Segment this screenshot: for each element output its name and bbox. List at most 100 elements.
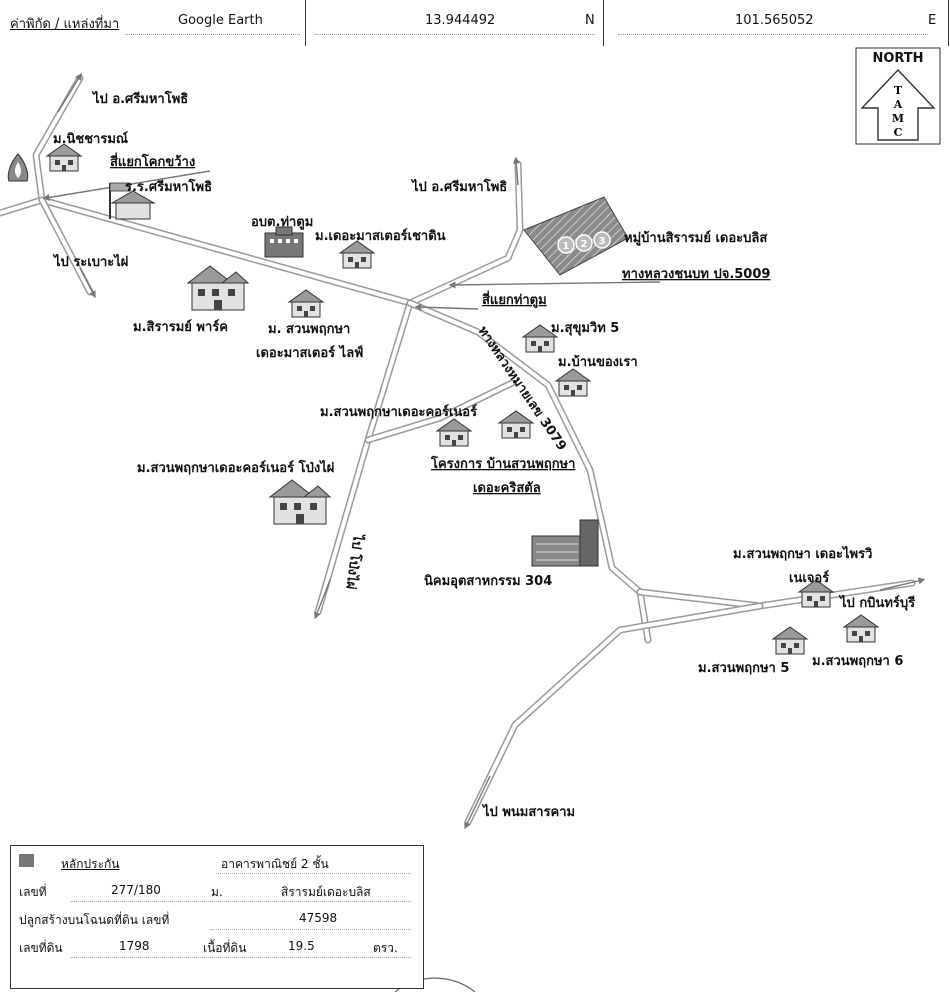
label-industrial-304: นิคมอุตสาหกรรม 304 — [424, 574, 552, 589]
info-dotted-line-4 — [71, 957, 411, 958]
arrow-prachinburi — [879, 577, 926, 591]
info-dotted-line-1 — [216, 873, 411, 874]
label-to-pong-phai: ไป โป่งไผ่ — [342, 531, 367, 590]
house-icon-corner — [436, 418, 472, 447]
map-labels: ไป อ.ศรีมหาโพธิ ม.นิชชารมณ์ สี่แยกโคกขว้… — [52, 90, 915, 820]
pointer-rural-road — [448, 281, 661, 289]
label-to-srimahaphot-mid: ไป อ.ศรีมหาโพธิ — [410, 178, 507, 195]
compass-north-label: NORTH — [872, 51, 923, 66]
info-dotted-line-2 — [71, 901, 411, 902]
road-rural-pj5009 — [406, 160, 524, 307]
deed-value: 47598 — [299, 911, 338, 925]
subject-plot: 1 2 3 — [523, 196, 629, 276]
coordinate-source-label: ค่าพิกัด / แหล่งที่มา — [10, 17, 120, 32]
north-compass: NORTH T A M C — [855, 47, 941, 145]
latitude-value: 13.944492 — [425, 13, 496, 28]
house-icon-sirarom-park — [187, 265, 249, 311]
building-type-value: อาคารพาณิชย์ 2 ชั้น — [221, 857, 329, 871]
label-ban-khong-rao: ม.บ้านของเรา — [558, 354, 638, 370]
label-nitcharom: ม.นิชชารมณ์ — [53, 131, 128, 147]
road-network — [0, 74, 916, 826]
label-tha-tum-junction: สี่แยกท่าตูม — [482, 290, 547, 308]
arrow-north-srimahaphot — [57, 73, 82, 113]
label-suan-pruksa-corner: ม.สวนพฤกษาเดอะคอร์เนอร์ — [320, 404, 477, 420]
info-dotted-line-3 — [211, 929, 411, 930]
label-to-srimahaphot-top: ไป อ.ศรีมหาโพธิ — [91, 90, 188, 107]
house-icon-corner-pong-phai — [269, 479, 331, 525]
arrow-pong-phai — [314, 579, 331, 620]
land-no-value: 1798 — [119, 939, 150, 953]
compass-letter-c: C — [894, 126, 903, 139]
land-no-label: เลขที่ดิน — [19, 941, 63, 955]
label-school: ร.ร.ศรีมหาโพธิ — [125, 178, 212, 195]
header-cell-source: ค่าพิกัด / แหล่งที่มา Google Earth — [0, 0, 306, 46]
factory-building-icon — [531, 519, 599, 567]
house-icon-crystal — [498, 410, 534, 439]
longitude-value: 101.565052 — [735, 13, 814, 28]
plot-marker-1 — [557, 236, 575, 254]
compass-letter-t: T — [894, 84, 903, 97]
label-kok-khwang-junction: สี่แยกโคกขว้าง — [110, 152, 195, 170]
source-value: Google Earth — [178, 13, 263, 28]
land-area-value: 19.5 — [288, 939, 315, 953]
collateral-label: หลักประกัน — [61, 857, 120, 871]
longitude-dotted-line — [618, 34, 928, 35]
school-icon — [109, 182, 156, 220]
header-cell-latitude: 13.944492 N — [305, 0, 604, 46]
label-crystal-project-2: เดอะคริสตัล — [473, 481, 541, 496]
subject-plot-area — [523, 196, 629, 276]
header-cell-longitude: 101.565052 E — [603, 0, 949, 46]
road-to-srimahaphot-top — [32, 74, 84, 204]
house-icon-suan-pruksa5 — [772, 626, 808, 655]
village-label: ม. — [211, 885, 223, 899]
label-master-life-2: เดอะมาสเตอร์ ไลฟ์ — [256, 344, 363, 361]
label-privi-nature-1: ม.สวนพฤกษา เดอะไพรวิ — [733, 545, 872, 562]
label-privi-nature-2: เนเจอร์ — [789, 570, 829, 586]
legend-square-icon — [19, 854, 34, 867]
label-suan-pruksa6: ม.สวนพฤกษา 6 — [812, 654, 903, 669]
latitude-direction: N — [585, 13, 595, 28]
plot-number-3: 3 — [599, 236, 606, 247]
plot-number-2: 2 — [581, 239, 588, 250]
latitude-dotted-line — [315, 34, 595, 35]
house-no-value: 277/180 — [111, 883, 161, 897]
pointer-tha-tum-junction — [414, 303, 479, 311]
road-suan-pruksa-corner — [364, 379, 516, 444]
house-icon-nitcharom — [46, 143, 82, 172]
label-master-chao-din: ม.เดอะมาสเตอร์เชาดิน — [315, 228, 446, 244]
label-crystal-project-1: โครงการ บ้านสวนพฤกษา — [430, 455, 575, 472]
road-to-rabao-phai — [38, 196, 94, 296]
house-no-label: เลขที่ — [19, 885, 47, 899]
house-icon-master-chao-din — [339, 240, 375, 269]
arrow-phanom-sarakham — [464, 775, 491, 830]
label-subject-village: หมู่บ้านสิรารมย์ เดอะบลิส — [624, 230, 767, 246]
label-sirarom-park: ม.สิรารมย์ พาร์ค — [133, 319, 228, 335]
deed-label: ปลูกสร้างบนโฉนดที่ดิน เลขที่ — [19, 913, 170, 927]
north-arrow-icon — [860, 68, 936, 141]
label-to-prachinburi: ไป กบินทร์บุรี — [838, 594, 915, 611]
land-area-unit: ตรว. — [373, 941, 398, 955]
label-sukhumvit5: ม.สุขุมวิท 5 — [551, 321, 619, 336]
label-suan-pruksa-corner-pong-phai: ม.สวนพฤกษาเดอะคอร์เนอร์ โป่งไผ่ — [137, 459, 334, 476]
label-master-life-1: ม. สวนพฤกษา — [268, 322, 350, 337]
source-dotted-line — [125, 34, 300, 35]
house-icon-suan-pruksa6 — [843, 614, 879, 643]
compass-letter-a: A — [893, 98, 903, 111]
label-rural-road-pj5009: ทางหลวงชนบท ปจ.5009 — [622, 267, 770, 282]
house-icon-ban-khong-rao — [555, 368, 591, 397]
house-icon-master-life — [288, 289, 324, 318]
label-to-rabao-phai: ไป ระเบาะไผ่ — [52, 253, 128, 270]
road-to-phanom-sarakham — [464, 602, 764, 826]
collateral-info-box: หลักประกัน อาคารพาณิชย์ 2 ชั้น เลขที่ 27… — [10, 845, 424, 989]
compass-letter-m: M — [892, 112, 904, 125]
label-suan-pruksa5: ม.สวนพฤกษา 5 — [698, 661, 789, 676]
label-to-phanom-sarakham: ไป พนมสารคาม — [481, 803, 575, 820]
plot-number-1: 1 — [563, 241, 570, 252]
plot-marker-2 — [575, 234, 593, 252]
land-area-label: เนื้อที่ดิน — [203, 941, 247, 955]
temple-icon — [7, 153, 29, 182]
village-value: สิรารมย์เดอะบลิส — [281, 885, 371, 899]
plot-marker-3 — [593, 231, 611, 249]
longitude-direction: E — [928, 13, 937, 28]
